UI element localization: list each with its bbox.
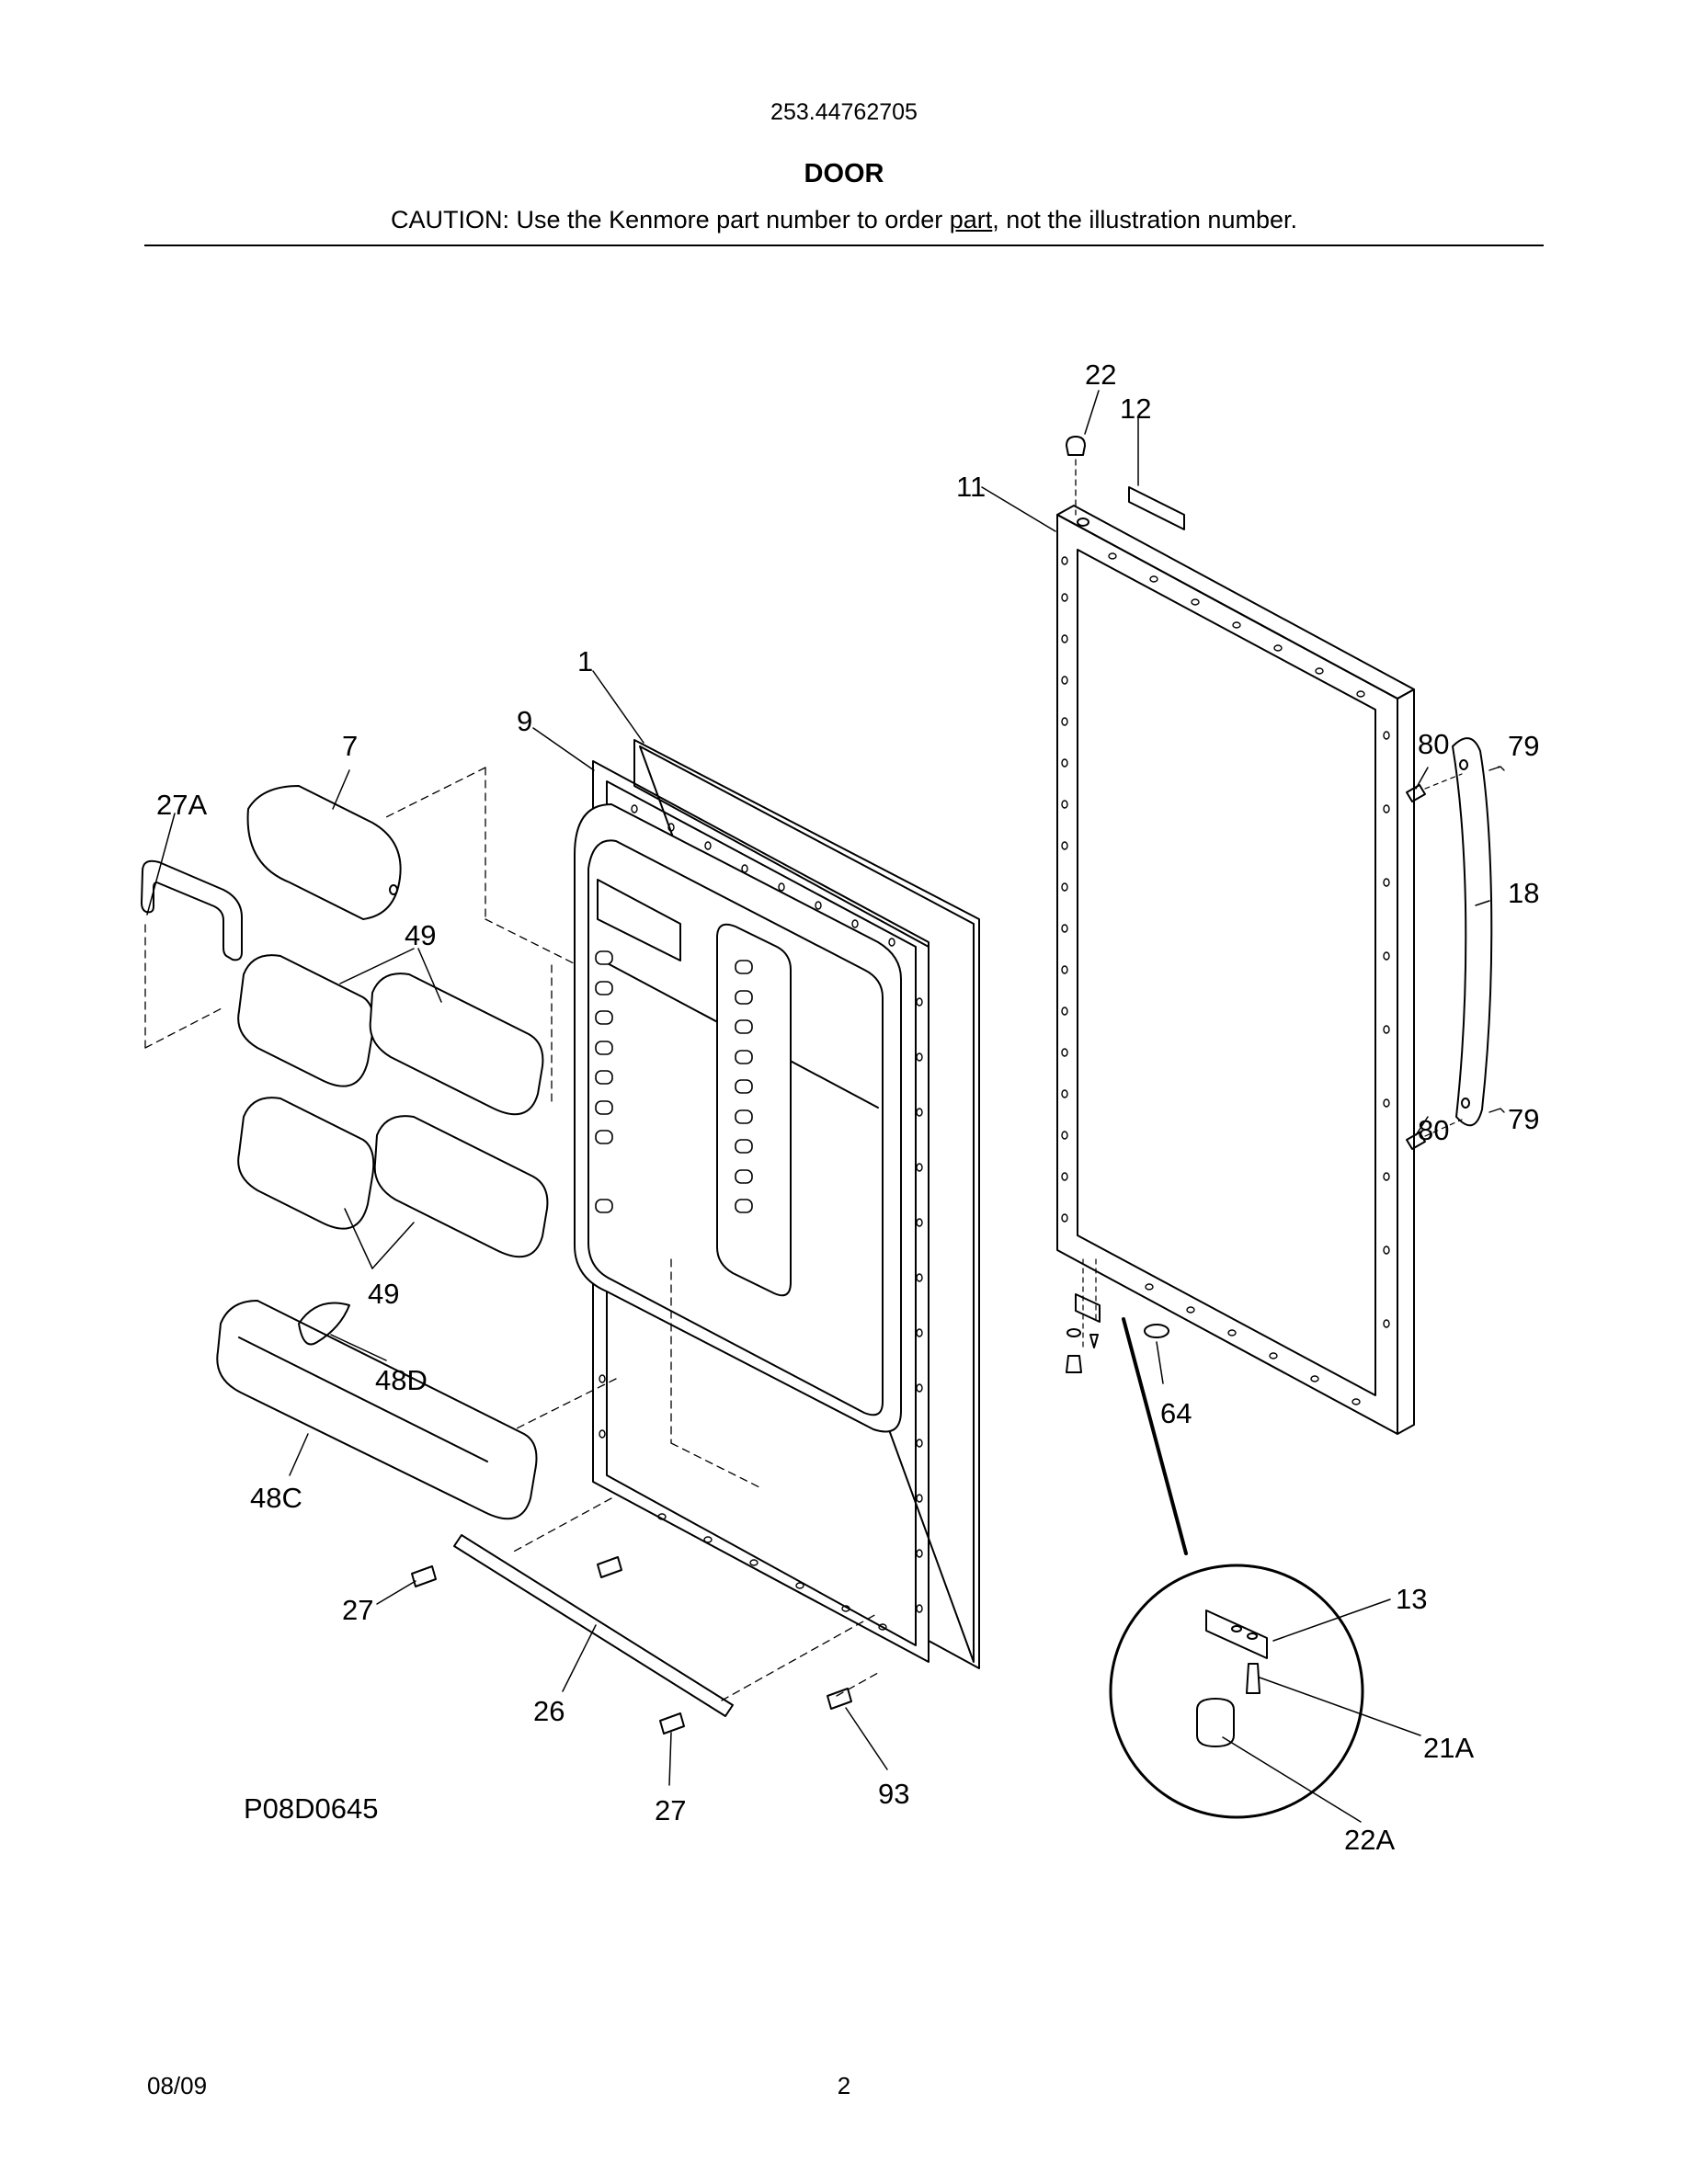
label-plate <box>1128 486 1185 530</box>
callout-1: 1 <box>577 645 593 677</box>
caution-underlined-word: part <box>949 206 993 233</box>
callout-11: 11 <box>956 471 986 503</box>
caution-prefix: CAUTION: Use the Kenmore part number to … <box>391 206 950 233</box>
lower-hinge-parts <box>1066 1258 1169 1373</box>
callout-22a: 22A <box>1344 1824 1395 1856</box>
callout-79-top: 79 <box>1508 730 1539 762</box>
page-number: 2 <box>837 2072 851 2099</box>
callout-18: 18 <box>1508 877 1539 909</box>
callout-93: 93 <box>878 1778 909 1810</box>
callout-13: 13 <box>1396 1583 1427 1615</box>
callout-49-bottom: 49 <box>368 1278 399 1310</box>
callout-7: 7 <box>342 730 358 762</box>
callout-48d: 48D <box>375 1364 428 1396</box>
callout-64: 64 <box>1160 1397 1192 1429</box>
bin-divider <box>298 1302 350 1346</box>
callout-26: 26 <box>533 1695 565 1727</box>
dairy-door-cover <box>246 785 402 920</box>
large-door-bin <box>216 1300 538 1520</box>
callout-27-left: 27 <box>342 1594 373 1626</box>
drawing-number: P08D0645 <box>244 1792 379 1825</box>
inner-door-liner <box>574 803 902 1433</box>
header-rule <box>144 245 1544 246</box>
callout-80-bottom: 80 <box>1418 1114 1449 1146</box>
callout-27a: 27A <box>156 789 207 821</box>
callout-79-bottom: 79 <box>1508 1103 1539 1135</box>
dairy-door-handle <box>141 859 243 961</box>
section-title: DOOR <box>804 159 884 188</box>
caution-note: CAUTION: Use the Kenmore part number to … <box>0 206 1688 234</box>
callout-49-top: 49 <box>405 919 436 951</box>
caution-suffix: , not the illustration number. <box>992 206 1297 233</box>
screw <box>411 1556 852 1735</box>
door-trim-strip <box>453 1534 734 1717</box>
callout-80-top: 80 <box>1418 728 1449 760</box>
footer-date: 08/09 <box>147 2072 208 2099</box>
callout-9: 9 <box>517 705 532 737</box>
hinge-cap <box>1066 436 1086 456</box>
callout-48c: 48C <box>250 1482 302 1514</box>
callout-27-bottom: 27 <box>655 1794 686 1826</box>
outer-door-panel <box>1056 505 1415 1435</box>
callout-labels: 22 12 11 1 9 7 27A 49 80 79 18 80 79 49 … <box>156 358 1539 1856</box>
model-number: 253.44762705 <box>770 99 918 125</box>
callout-21a: 21A <box>1423 1732 1474 1764</box>
callout-12: 12 <box>1120 392 1151 425</box>
door-bin <box>237 954 549 1258</box>
callout-22: 22 <box>1085 358 1116 391</box>
hinge-detail-circle <box>1109 1564 1364 1819</box>
door-handle <box>1406 737 1505 1150</box>
